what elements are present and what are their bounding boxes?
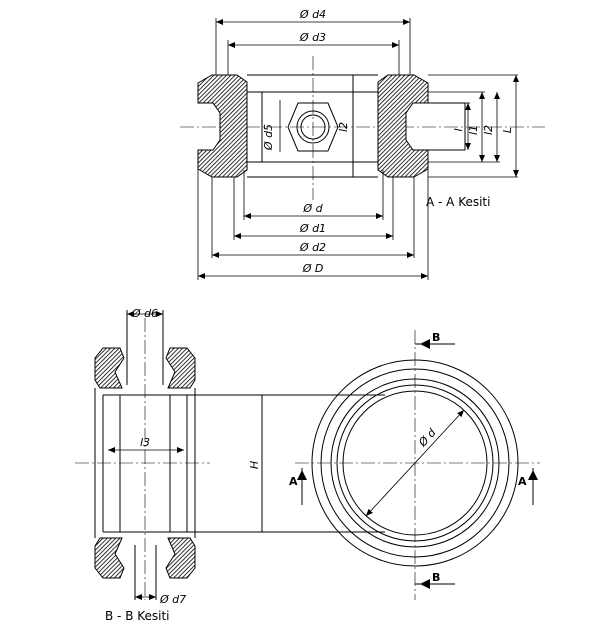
circle-D bbox=[311, 359, 519, 567]
dim-D: Ø D bbox=[302, 262, 324, 275]
dim-l2: l2 bbox=[482, 125, 495, 135]
dim-l3: l3 bbox=[140, 436, 150, 449]
hex-nut bbox=[287, 102, 339, 152]
mark-a-right: A bbox=[518, 475, 527, 488]
front-view: Ø d B B A A bbox=[289, 330, 540, 600]
side-bottom-left-seal bbox=[94, 537, 125, 579]
dim-d3: Ø d3 bbox=[299, 31, 326, 44]
b-top-arrow bbox=[420, 339, 430, 349]
circle-d1 bbox=[336, 384, 494, 542]
top-view-section-aa: Ø d4 Ø d3 Ø d5 l2 l l1 l2 L Ø d Ø d1 bbox=[180, 8, 545, 280]
d-diameter-line bbox=[365, 409, 465, 517]
side-inner-verticals bbox=[119, 395, 171, 532]
nut-outer-circle bbox=[296, 110, 330, 144]
bottom-shaft bbox=[134, 545, 157, 600]
dim-L: L bbox=[501, 127, 514, 133]
dim-d2: Ø d2 bbox=[299, 241, 326, 254]
side-top-right-seal bbox=[165, 347, 196, 389]
dim-H: H bbox=[248, 461, 261, 469]
right-seal-hatched bbox=[377, 74, 429, 178]
a-right-arrow bbox=[528, 470, 538, 480]
nut-inner-circle bbox=[300, 114, 326, 140]
side-body-verticals bbox=[94, 388, 196, 538]
side-body-horizontals bbox=[103, 394, 200, 533]
dim-d5: Ø d5 bbox=[262, 124, 275, 151]
caption-aa: A - A Kesiti bbox=[426, 195, 490, 209]
circle-d2 bbox=[320, 368, 510, 558]
caption-bb: B - B Kesiti bbox=[105, 609, 170, 623]
dim-d: Ø d bbox=[302, 202, 323, 215]
side-bottom-right-seal bbox=[165, 537, 196, 579]
a-left-arrow bbox=[297, 470, 307, 480]
mark-b-top: B bbox=[432, 331, 440, 344]
left-seal-hatched bbox=[197, 74, 248, 178]
dim-d1: Ø d1 bbox=[299, 222, 326, 235]
circle-d bbox=[342, 390, 488, 536]
front-dim-d: Ø d bbox=[415, 425, 439, 449]
side-view-section-bb: Ø d6 l3 Ø d7 H B - B Kesiti bbox=[75, 307, 385, 623]
dim-l: l bbox=[452, 128, 465, 131]
dim-l2-inner: l2 bbox=[337, 122, 350, 132]
circle-d3 bbox=[330, 378, 500, 548]
dim-d6: Ø d6 bbox=[131, 307, 158, 320]
mark-a-left: A bbox=[289, 475, 298, 488]
dim-d4: Ø d4 bbox=[299, 8, 326, 21]
top-shaft bbox=[126, 310, 164, 385]
dim-l1: l1 bbox=[467, 125, 480, 135]
b-bottom-arrow bbox=[420, 579, 430, 589]
right-stub bbox=[428, 102, 466, 151]
mark-b-bottom: B bbox=[432, 571, 440, 584]
dim-d7: Ø d7 bbox=[159, 593, 186, 606]
side-top-left-seal bbox=[94, 347, 125, 389]
